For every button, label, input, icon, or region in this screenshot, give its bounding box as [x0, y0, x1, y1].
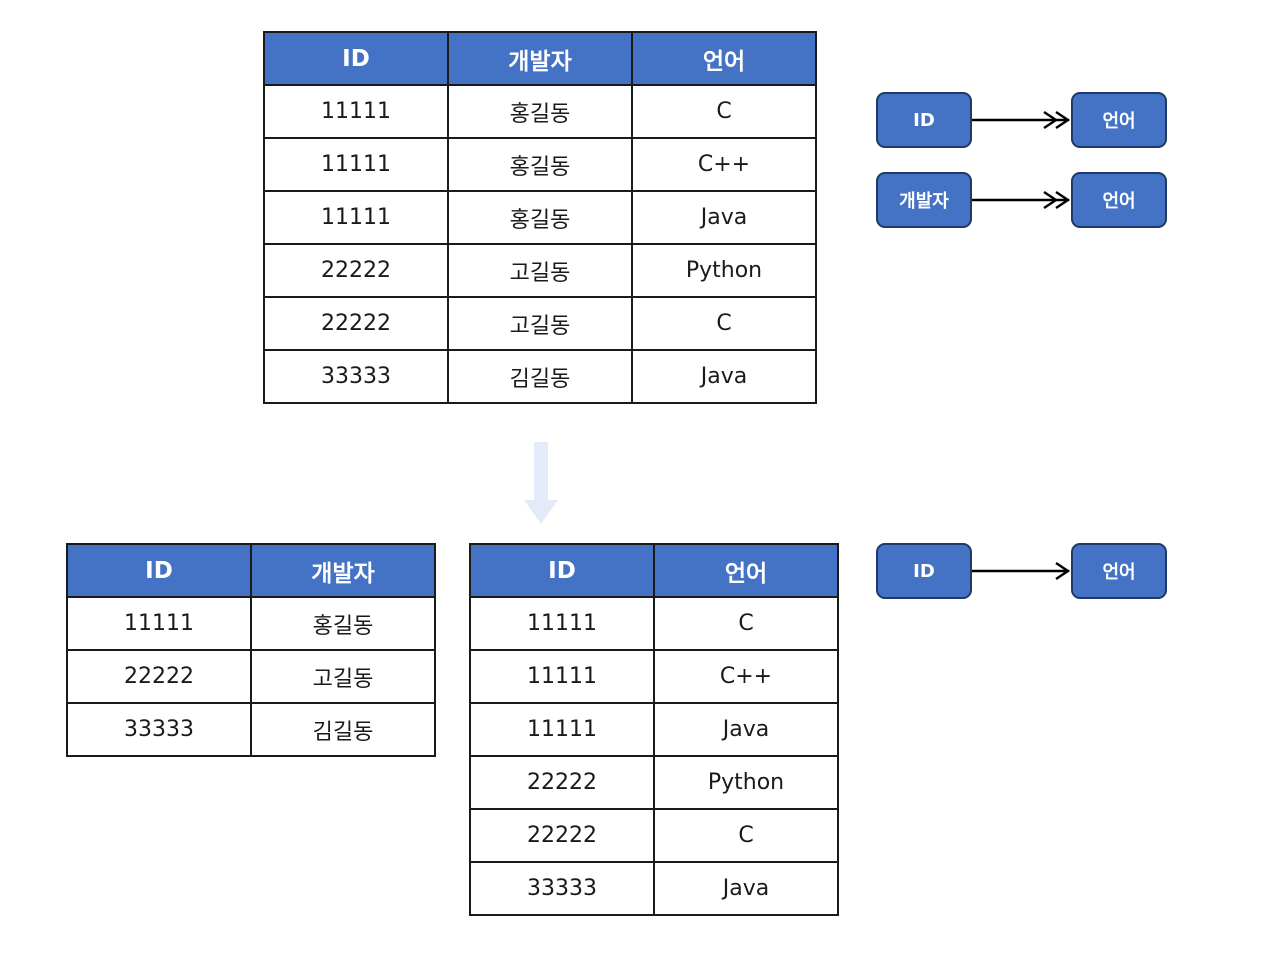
table-cell: 22222 [469, 755, 655, 810]
table-row: 11111 홍길동 [66, 596, 436, 651]
table-row: 22222 고길동 [66, 649, 436, 704]
header-cell: ID [66, 543, 252, 598]
dependency-node-language: 언어 [1071, 172, 1167, 228]
node-label: 언어 [1102, 562, 1136, 583]
table-cell: 11111 [469, 702, 655, 757]
table-row: 33333 김길동 [66, 702, 436, 757]
table-header-row: ID 언어 [469, 543, 839, 598]
table-cell: C++ [653, 649, 839, 704]
header-cell: 개발자 [447, 31, 633, 86]
header-cell: 개발자 [250, 543, 436, 598]
table-cell: 22222 [263, 296, 449, 351]
decomposition-arrow-icon [524, 442, 558, 524]
table-cell: C [631, 296, 817, 351]
dependency-node-id: ID [876, 543, 972, 599]
header-cell: 언어 [653, 543, 839, 598]
table-row: 22222 Python [469, 755, 839, 810]
table-cell: 22222 [469, 808, 655, 863]
node-label: ID [913, 109, 935, 131]
table-cell: 33333 [469, 861, 655, 916]
header-cell: 언어 [631, 31, 817, 86]
node-label: ID [913, 560, 935, 582]
table-cell: 홍길동 [250, 596, 436, 651]
table-cell: 홍길동 [447, 137, 633, 192]
header-cell: ID [469, 543, 655, 598]
table-row: 11111 C++ [469, 649, 839, 704]
table-cell: 고길동 [447, 296, 633, 351]
developer-table: ID 개발자 11111 홍길동 22222 고길동 33333 김길동 [66, 543, 436, 757]
table-cell: 김길동 [250, 702, 436, 757]
table-cell: 고길동 [250, 649, 436, 704]
table-cell: 11111 [263, 190, 449, 245]
table-cell: Java [631, 349, 817, 404]
table-cell: 33333 [263, 349, 449, 404]
table-cell: 11111 [263, 137, 449, 192]
dependency-node-developer: 개발자 [876, 172, 972, 228]
table-cell: 22222 [66, 649, 252, 704]
table-cell: C++ [631, 137, 817, 192]
table-cell: 홍길동 [447, 190, 633, 245]
table-row: 22222 고길동 Python [263, 243, 817, 298]
dependency-node-language: 언어 [1071, 92, 1167, 148]
node-label: 언어 [1102, 191, 1136, 212]
language-table: ID 언어 11111 C 11111 C++ 11111 Java 22222… [469, 543, 839, 916]
table-cell: Python [653, 755, 839, 810]
table-row: 11111 홍길동 C [263, 84, 817, 139]
table-row: 33333 김길동 Java [263, 349, 817, 404]
dependency-node-language: 언어 [1071, 543, 1167, 599]
table-cell: 김길동 [447, 349, 633, 404]
table-cell: 33333 [66, 702, 252, 757]
table-cell: 11111 [469, 649, 655, 704]
table-row: 33333 Java [469, 861, 839, 916]
multivalued-dependency-arrow [972, 191, 1071, 209]
table-cell: 22222 [263, 243, 449, 298]
table-row: 11111 C [469, 596, 839, 651]
table-row: 22222 고길동 C [263, 296, 817, 351]
table-row: 11111 Java [469, 702, 839, 757]
table-cell: Python [631, 243, 817, 298]
functional-dependency-arrow [972, 562, 1071, 580]
dependency-node-id: ID [876, 92, 972, 148]
table-header-row: ID 개발자 언어 [263, 31, 817, 86]
table-row: 22222 C [469, 808, 839, 863]
table-cell: C [631, 84, 817, 139]
table-cell: 고길동 [447, 243, 633, 298]
table-cell: C [653, 808, 839, 863]
table-row: 11111 홍길동 Java [263, 190, 817, 245]
node-label: 개발자 [899, 191, 949, 212]
table-cell: Java [653, 702, 839, 757]
table-cell: 11111 [66, 596, 252, 651]
table-cell: Java [631, 190, 817, 245]
table-cell: C [653, 596, 839, 651]
header-cell: ID [263, 31, 449, 86]
table-header-row: ID 개발자 [66, 543, 436, 598]
multivalued-dependency-arrow [972, 111, 1071, 129]
table-cell: 11111 [469, 596, 655, 651]
table-row: 11111 홍길동 C++ [263, 137, 817, 192]
table-cell: 11111 [263, 84, 449, 139]
table-cell: 홍길동 [447, 84, 633, 139]
table-cell: Java [653, 861, 839, 916]
node-label: 언어 [1102, 111, 1136, 132]
original-table: ID 개발자 언어 11111 홍길동 C 11111 홍길동 C++ 1111… [263, 31, 817, 404]
